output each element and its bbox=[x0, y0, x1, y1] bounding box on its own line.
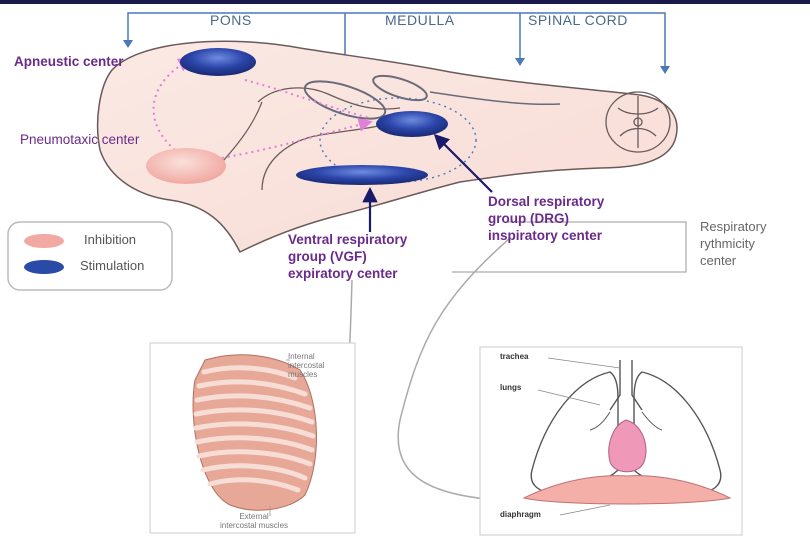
ventral-group-line: expiratory center bbox=[288, 266, 398, 281]
apneustic-center-ellipse bbox=[180, 48, 256, 76]
apneustic-center-label: Apneustic center bbox=[14, 54, 124, 69]
brainstem-body bbox=[96, 40, 678, 254]
ventral-group-line: Ventral respiratory bbox=[288, 232, 408, 247]
dorsal-group-label: Dorsal respiratory group (DRG) inspirato… bbox=[488, 193, 604, 244]
peduncle-shape bbox=[429, 91, 561, 106]
legend-stimulation-label: Stimulation bbox=[80, 258, 145, 273]
region-label-pons: PONS bbox=[210, 12, 252, 28]
rhythmicity-line: rythmicity bbox=[700, 236, 755, 251]
region-label-spinal-cord: SPINAL CORD bbox=[528, 12, 628, 28]
ventral-group-label: Ventral respiratory group (VGF) expirato… bbox=[288, 231, 407, 282]
diaphragm-label: diaphragm bbox=[500, 510, 541, 519]
dorsal-group-line: Dorsal respiratory bbox=[488, 194, 605, 209]
pneumotaxic-center-ellipse bbox=[146, 148, 226, 184]
rhythmicity-bracket bbox=[452, 221, 687, 273]
rhythmicity-line: Respiratory bbox=[700, 219, 767, 234]
inhibition-path bbox=[152, 58, 193, 151]
ventral-group-line: group (VGF) bbox=[288, 249, 367, 264]
ventral-group-ellipse bbox=[296, 165, 428, 185]
stimulation-swatch bbox=[24, 260, 64, 274]
nerve-line bbox=[397, 237, 511, 501]
rhythmicity-line: center bbox=[700, 253, 737, 268]
external-intercostal-label: External intercostal muscles bbox=[220, 512, 288, 530]
dorsal-group-line: inspiratory center bbox=[488, 228, 603, 243]
internal-intercostal-line: Internal bbox=[288, 352, 315, 361]
top-border bbox=[0, 0, 810, 4]
dorsal-group-line: group (DRG) bbox=[488, 211, 569, 226]
inhibition-swatch bbox=[24, 234, 64, 248]
internal-intercostal-line: intercostal bbox=[288, 361, 325, 370]
ribcage-illustration bbox=[192, 354, 317, 516]
pneumotaxic-center-label: Pneumotaxic center bbox=[20, 132, 140, 147]
rhythmicity-label: Respiratory rythmicity center bbox=[700, 218, 766, 269]
peduncle-shape bbox=[372, 74, 428, 102]
legend-inhibition-label: Inhibition bbox=[84, 232, 137, 247]
lungs-illustration bbox=[522, 357, 732, 516]
lungs-label: lungs bbox=[500, 383, 522, 392]
external-intercostal-line: External bbox=[239, 512, 269, 521]
peduncle-shape bbox=[303, 80, 387, 120]
inhibition-path bbox=[244, 79, 371, 119]
internal-intercostal-label: Internal intercostal muscles bbox=[288, 352, 324, 379]
dorsal-group-ellipse bbox=[376, 111, 448, 137]
external-intercostal-line: intercostal muscles bbox=[220, 521, 289, 530]
inhibition-path bbox=[209, 118, 373, 161]
region-label-medulla: MEDULLA bbox=[385, 12, 455, 28]
brainstem-contour bbox=[257, 87, 401, 110]
dorsal-pointer-arrow bbox=[433, 133, 493, 193]
internal-intercostal-line: muscles bbox=[288, 370, 318, 379]
spinal-cord-section bbox=[605, 91, 671, 153]
trachea-label: trachea bbox=[500, 352, 529, 361]
